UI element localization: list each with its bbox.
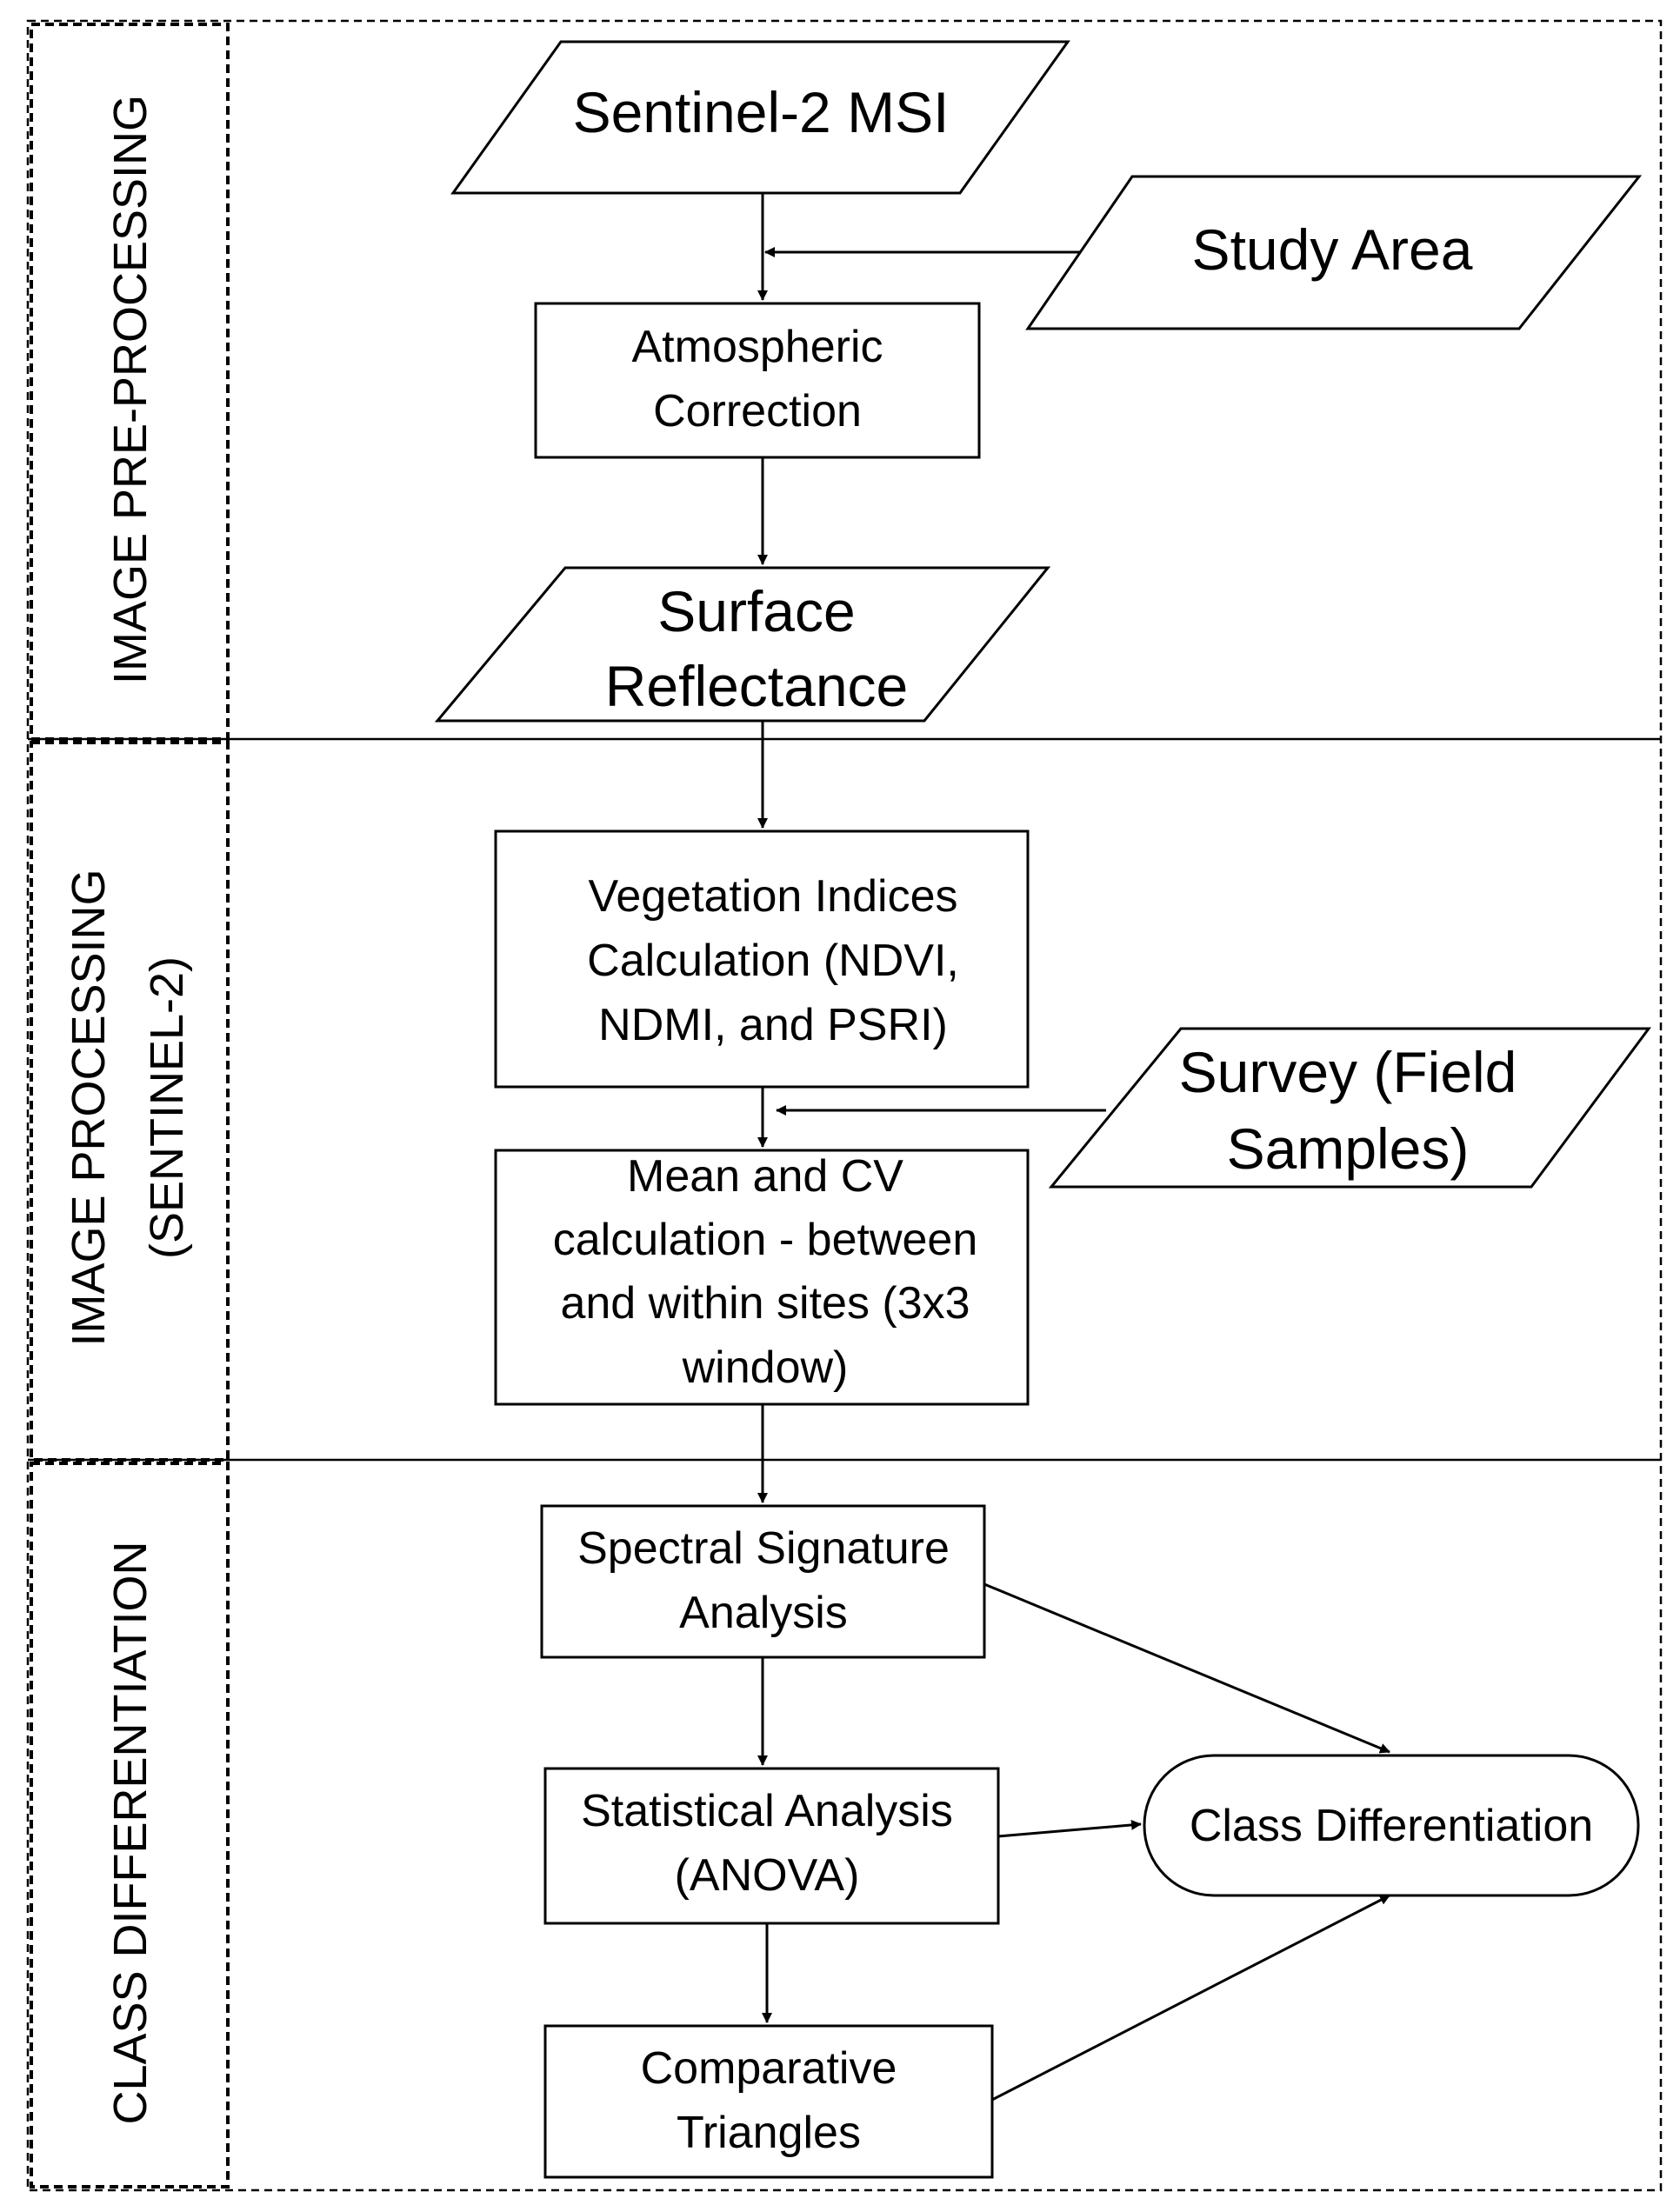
mean-line4: window) — [682, 1342, 849, 1393]
vegetation-line1: Vegetation Indices — [589, 871, 958, 922]
surface-line2: Reflectance — [605, 654, 909, 718]
pre-processing-strip — [30, 23, 230, 741]
section-label-processing-line1: IMAGE PROCESSING — [63, 869, 115, 1346]
sentinel-label: Sentinel-2 MSI — [573, 80, 950, 144]
arrow-spectral-to-class — [983, 1582, 1390, 1754]
statistical-line2: (ANOVA) — [675, 1850, 860, 1901]
atmospheric-correction-node — [534, 302, 981, 459]
processing-strip — [30, 741, 230, 1462]
mean-line3: and within sites (3x3 — [560, 1278, 970, 1329]
survey-line1: Survey (Field — [1179, 1040, 1517, 1104]
section-label-processing-line2: (SENTINEL-2) — [141, 956, 193, 1259]
study-area-label: Study Area — [1192, 217, 1473, 282]
statistical-analysis-node — [543, 1767, 1000, 1925]
class-differentiation-label: Class Differentiation — [1190, 1801, 1593, 1851]
section-label-class-differentiation: CLASS DIFFERENTIATION — [104, 1541, 157, 2124]
class-differentiation-node — [1143, 1754, 1640, 1897]
sentinel-node — [450, 40, 1070, 195]
spectral-line2: Analysis — [679, 1588, 848, 1638]
outer-frame — [26, 19, 1663, 2192]
mean-line2: calculation - between — [553, 1215, 978, 1265]
arrow-statistical-to-class — [997, 1819, 1142, 1838]
arrow-comparative-to-class — [991, 1894, 1390, 2102]
survey-line2: Samples) — [1227, 1116, 1470, 1181]
spectral-signature-node — [540, 1504, 986, 1659]
class-differentiation-strip — [30, 1462, 230, 2188]
atmospheric-line1: Atmospheric — [632, 322, 883, 372]
mean-line1: Mean and CV — [627, 1151, 903, 1202]
vegetation-line2: Calculation (NDVI, — [587, 936, 959, 986]
statistical-line1: Statistical Analysis — [581, 1786, 953, 1836]
surface-reflectance-node — [434, 566, 1051, 723]
section-label-pre-processing: IMAGE PRE-PROCESSING — [104, 95, 157, 684]
study-area-node — [1025, 175, 1643, 330]
comparative-line2: Triangles — [677, 2108, 861, 2158]
mean-cv-node — [494, 1149, 1030, 1406]
vegetation-line3: NDMI, and PSRI) — [598, 1000, 948, 1050]
comparative-line1: Comparative — [641, 2043, 897, 2094]
atmospheric-line2: Correction — [653, 386, 862, 436]
surface-line1: Surface — [657, 579, 855, 643]
comparative-triangles-node — [543, 2024, 994, 2179]
vegetation-indices-node — [494, 829, 1030, 1089]
survey-node — [1048, 1027, 1651, 1189]
spectral-line1: Spectral Signature — [577, 1523, 950, 1574]
